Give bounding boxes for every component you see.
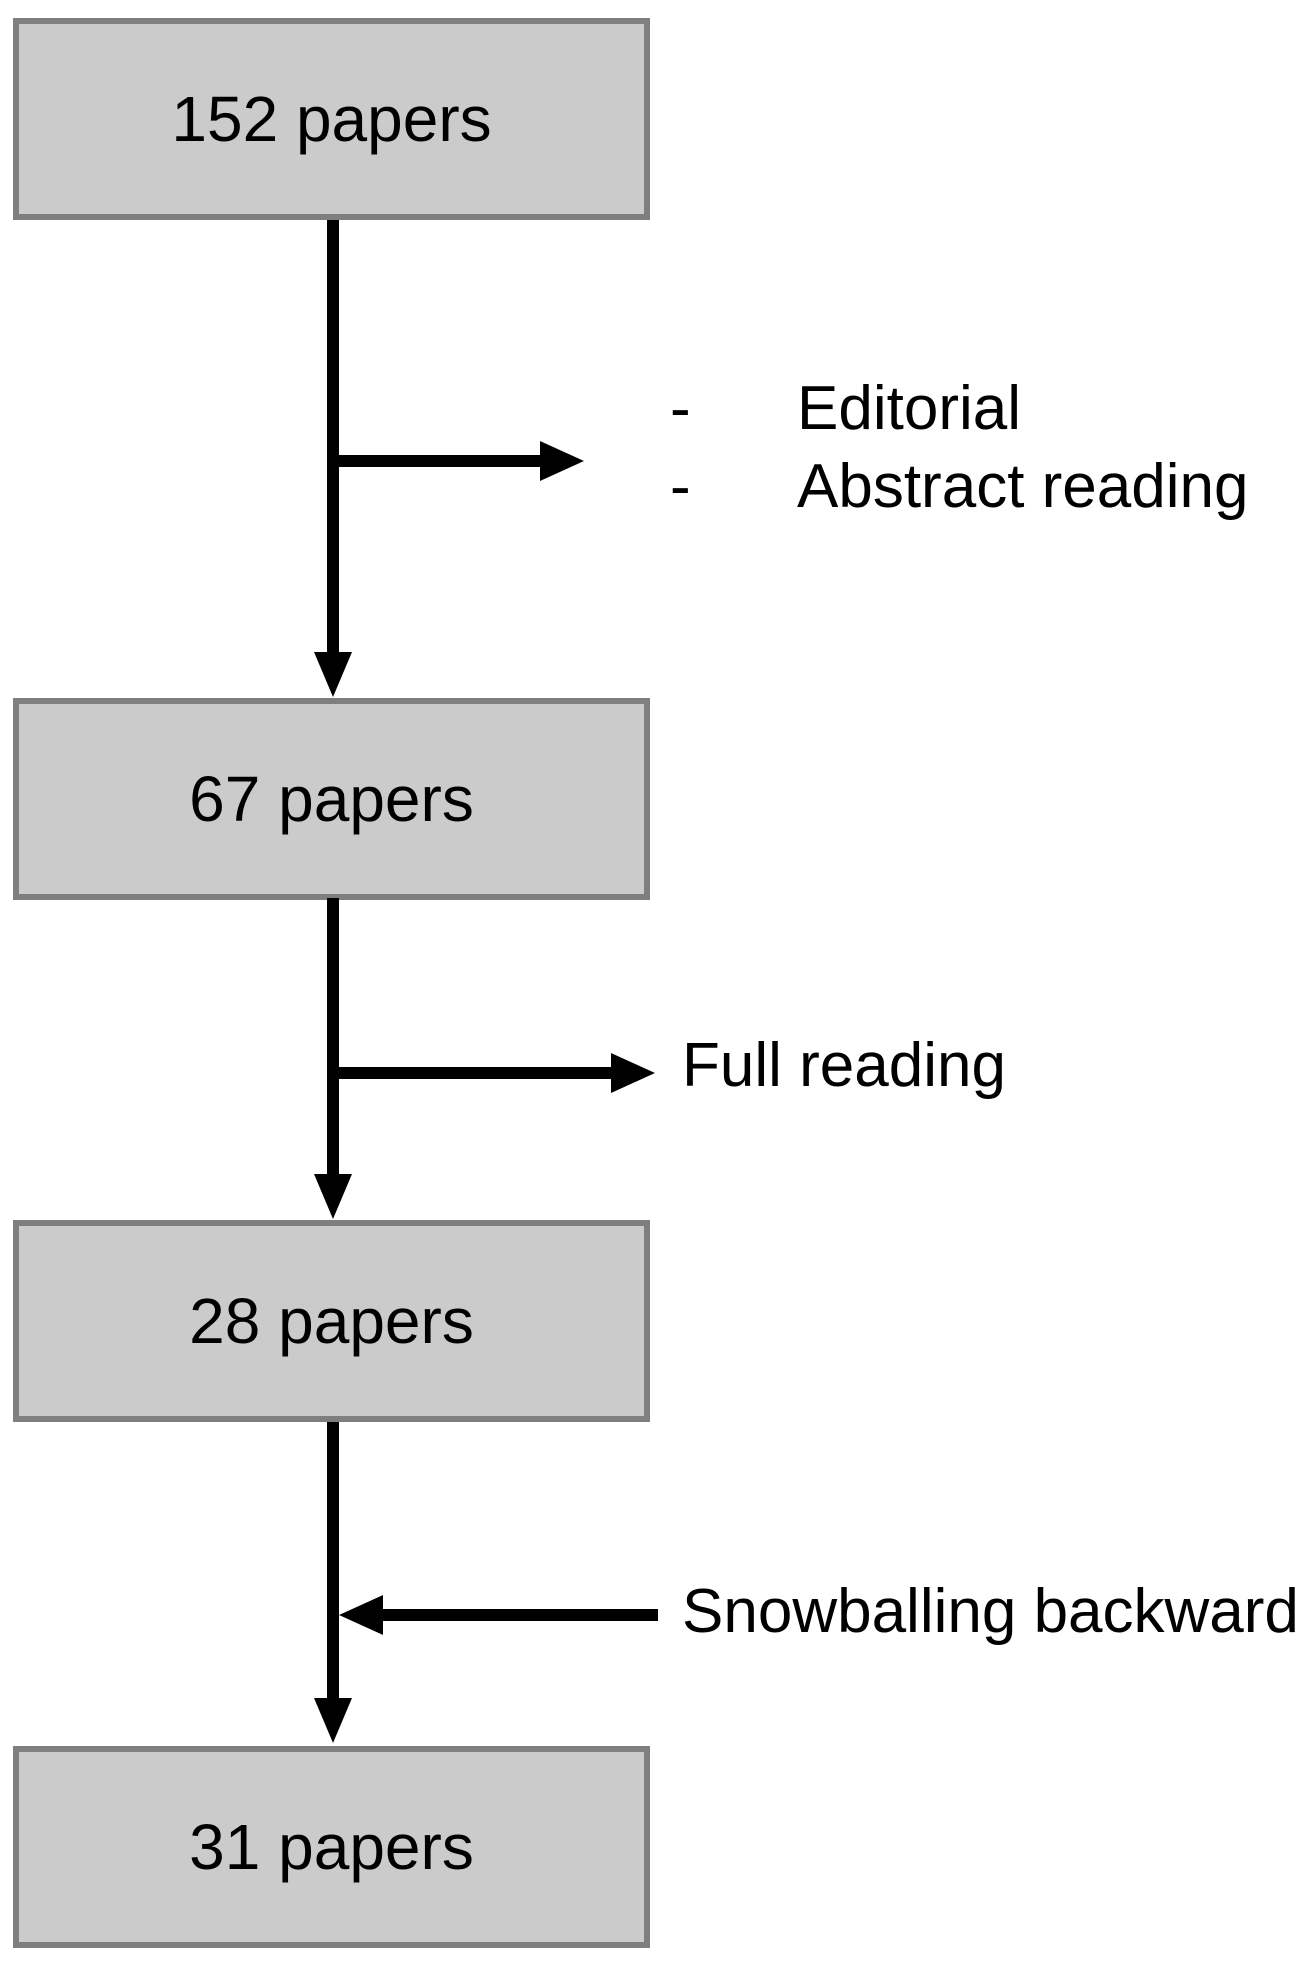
arrow-1-down-arrowhead-icon [314,652,352,697]
branch-3-left-arrowhead-icon [339,1595,383,1635]
arrow-2-down-arrowhead-icon [314,1174,352,1219]
arrow-1-line [327,220,339,654]
exclusion-item-text: Editorial [797,374,1021,443]
exclusion-item-bullet: - [670,452,691,521]
exclusion-item-abstract-reading: - Abstract reading [670,448,1248,526]
flow-box-stage-4: 31 papers [13,1746,650,1948]
flow-box-stage-1: 152 papers [13,18,650,220]
arrow-2-line [327,898,339,1176]
exclusion-list: - Editorial - Abstract reading [670,370,1248,526]
full-reading-label: Full reading [682,1031,1006,1100]
exclusion-item-editorial: - Editorial [670,370,1248,448]
flow-box-stage-4-label: 31 papers [189,1811,474,1883]
flow-box-stage-3-label: 28 papers [189,1285,474,1357]
branch-3-line [383,1609,658,1621]
arrow-3-down-arrowhead-icon [314,1698,352,1743]
arrow-3-line [327,1422,339,1700]
exclusion-item-bullet: - [670,374,691,443]
exclusion-item-text: Abstract reading [797,452,1249,521]
flow-box-stage-3: 28 papers [13,1220,650,1422]
flow-box-stage-2: 67 papers [13,698,650,900]
branch-1-line [333,455,540,467]
flow-box-stage-2-label: 67 papers [189,763,474,835]
branch-2-line [333,1067,611,1079]
flow-box-stage-1-label: 152 papers [171,83,492,155]
branch-2-right-arrowhead-icon [611,1053,655,1093]
branch-1-right-arrowhead-icon [540,441,584,481]
snowballing-label: Snowballing backward [682,1577,1299,1646]
